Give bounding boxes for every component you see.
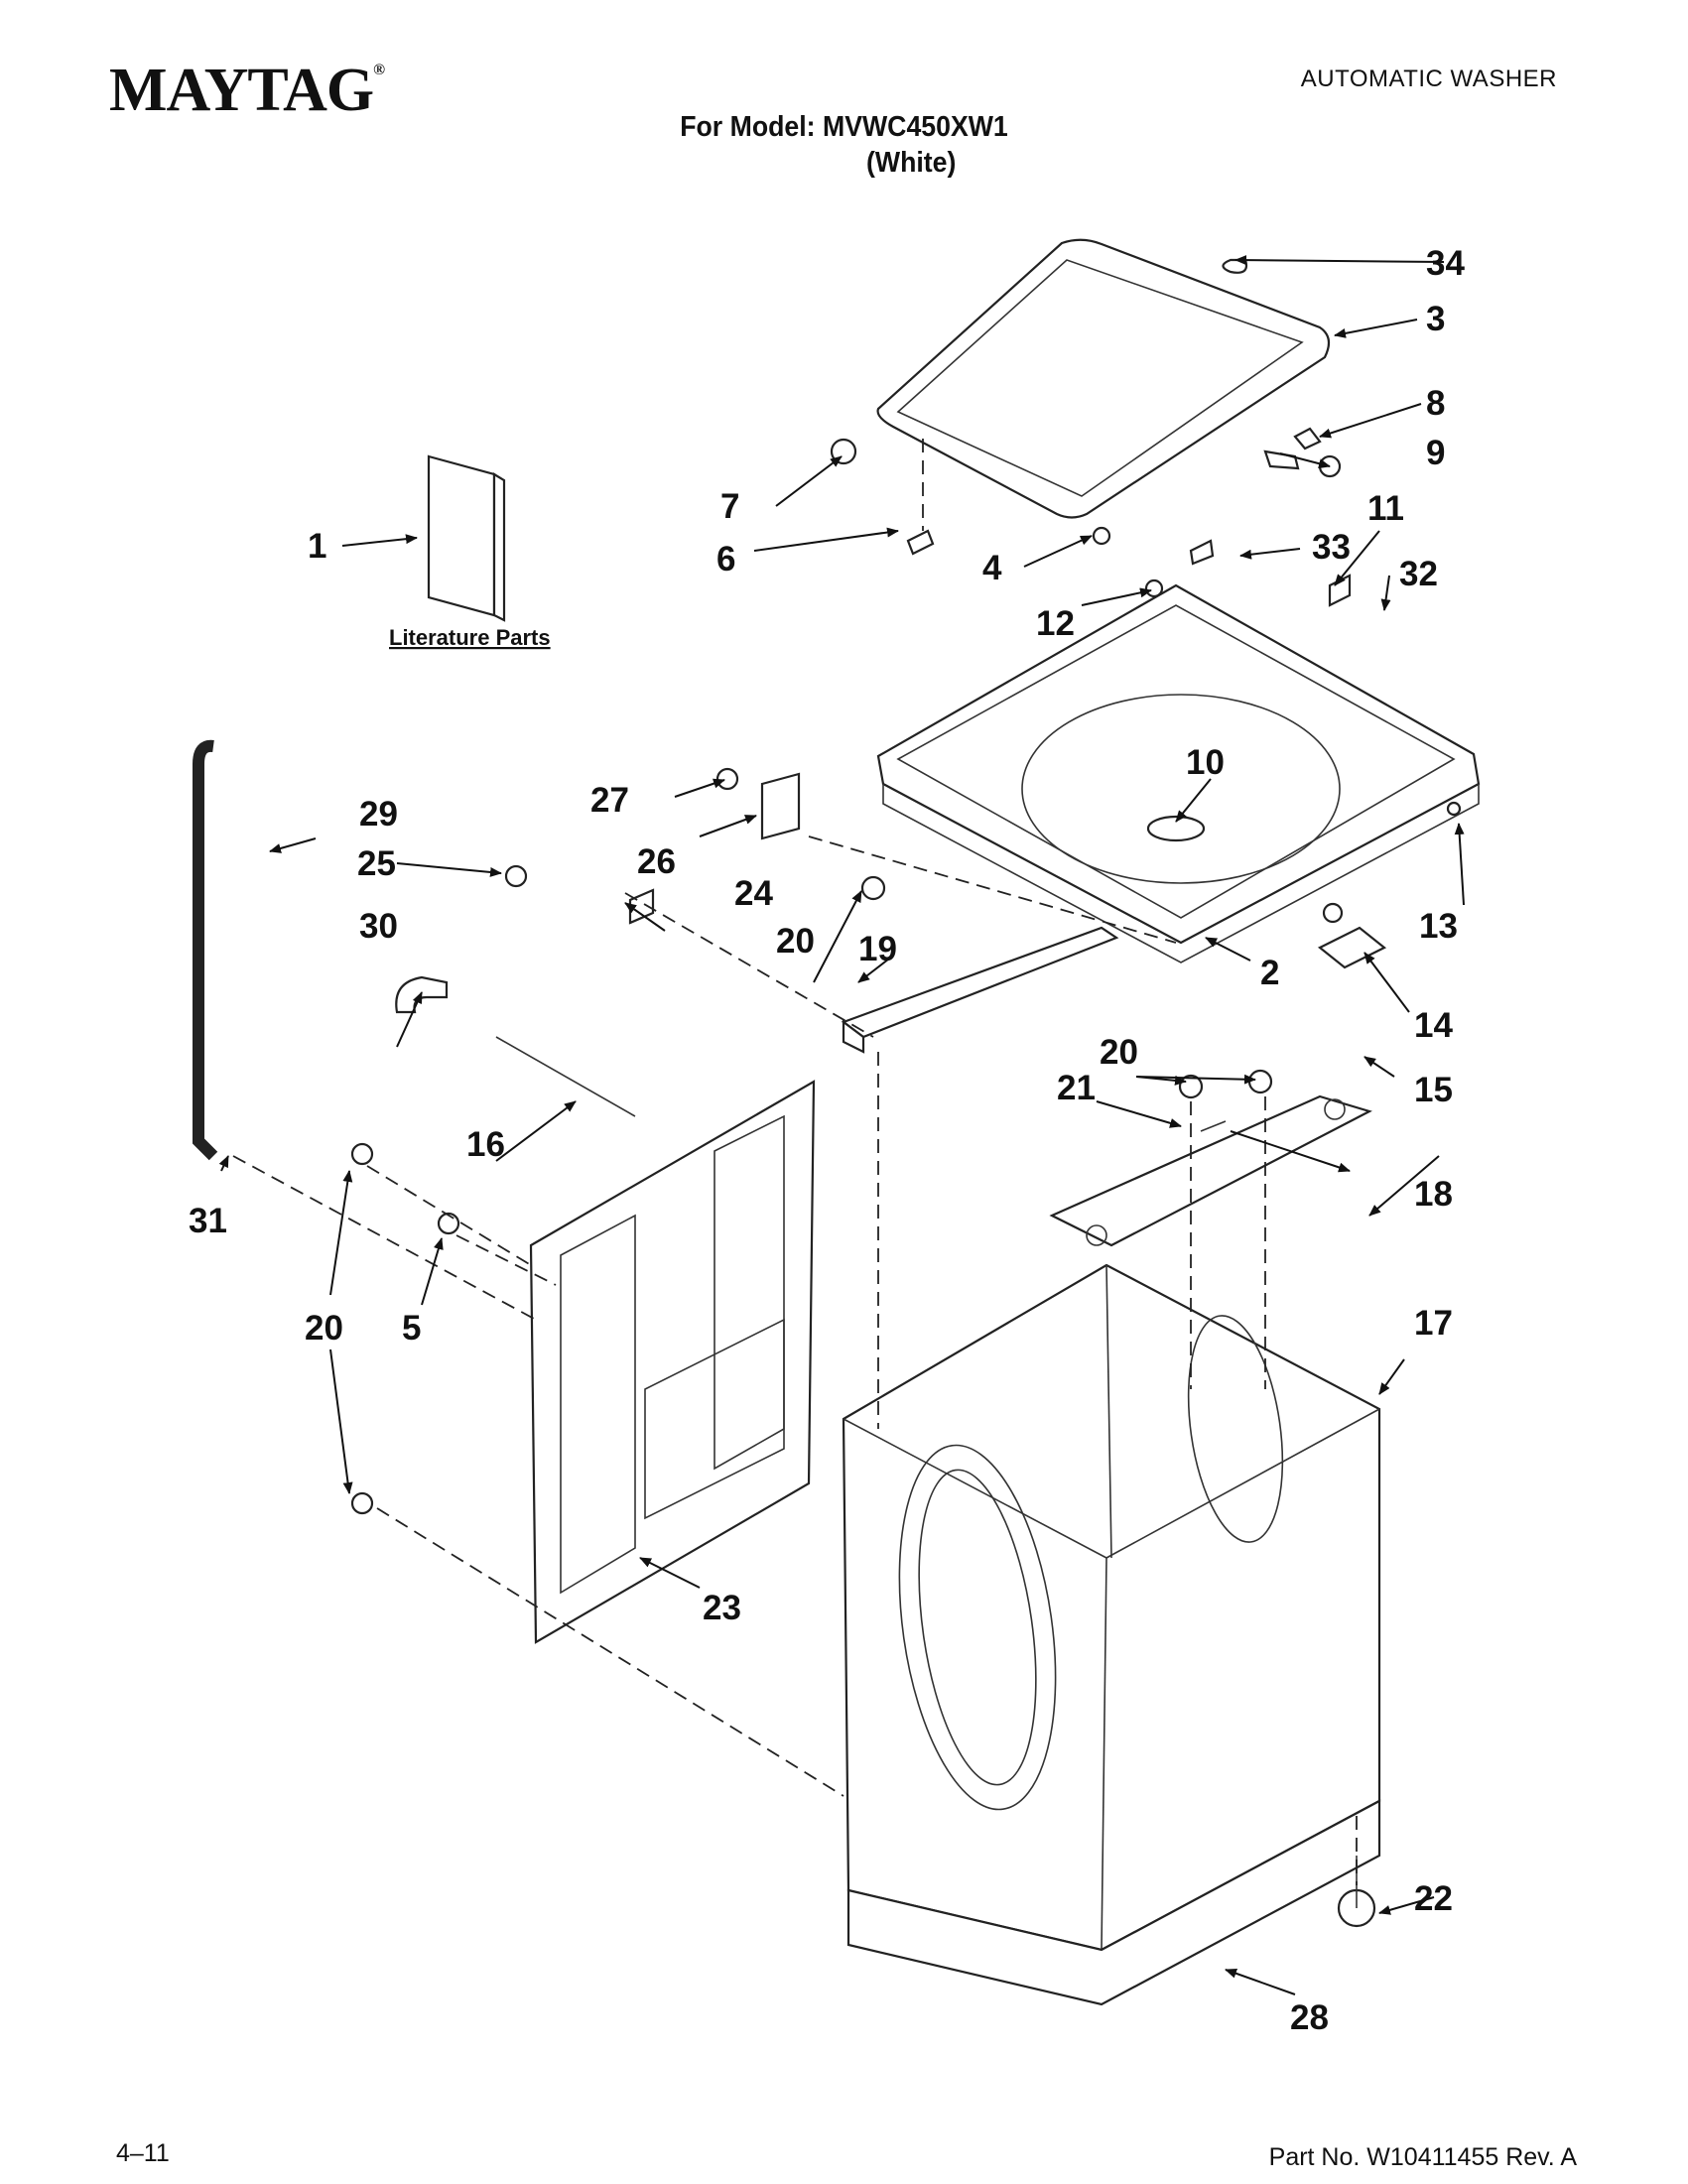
callout-17: 17 bbox=[1414, 1304, 1453, 1343]
literature-parts-label: Literature Parts bbox=[389, 625, 551, 650]
callout-4: 4 bbox=[982, 549, 1002, 587]
rear-panel bbox=[529, 1080, 816, 1644]
registered-mark: ® bbox=[373, 62, 385, 78]
callout-33: 33 bbox=[1312, 528, 1351, 567]
callout-20b: 20 bbox=[1100, 1033, 1138, 1072]
base-shield bbox=[846, 1799, 1381, 2006]
callout-9: 9 bbox=[1426, 434, 1445, 472]
leader-lines bbox=[218, 255, 1465, 1995]
callout-12: 12 bbox=[1036, 604, 1075, 643]
brand-text: MAYTAG bbox=[109, 57, 374, 124]
callout-24: 24 bbox=[734, 874, 773, 913]
document-type: AUTOMATIC WASHER bbox=[1300, 65, 1557, 92]
callout-2: 2 bbox=[1260, 954, 1279, 992]
drain-hose bbox=[193, 739, 218, 1161]
callout-29: 29 bbox=[359, 795, 398, 834]
callout-labels: 1 2 3 4 5 6 7 8 9 10 11 12 13 14 15 16 1… bbox=[189, 244, 1465, 2037]
callout-1: 1 bbox=[308, 527, 326, 566]
callout-25: 25 bbox=[357, 844, 396, 883]
callout-11: 11 bbox=[1367, 489, 1404, 528]
callout-20: 20 bbox=[776, 922, 815, 961]
model-line: For Model: MVWC450XW1 bbox=[680, 111, 1008, 143]
washer-lid bbox=[876, 238, 1331, 519]
maytag-logo: MAYTAG® bbox=[109, 56, 385, 126]
callout-7: 7 bbox=[720, 487, 739, 526]
literature-booklet bbox=[427, 454, 506, 622]
callout-28: 28 bbox=[1290, 1998, 1329, 2037]
rear-brace bbox=[1049, 1094, 1372, 1247]
callout-3: 3 bbox=[1426, 300, 1445, 338]
callout-6: 6 bbox=[716, 540, 735, 578]
callout-31: 31 bbox=[189, 1202, 227, 1240]
callout-23: 23 bbox=[703, 1589, 741, 1627]
date-code: 4–11 bbox=[116, 2139, 170, 2167]
callout-15: 15 bbox=[1414, 1071, 1453, 1109]
part-number: Part No. W10411455 Rev. A bbox=[1268, 2143, 1577, 2171]
callout-18: 18 bbox=[1414, 1175, 1453, 1214]
callout-5: 5 bbox=[402, 1309, 421, 1348]
callout-21: 21 bbox=[1057, 1069, 1096, 1107]
assembly-lines bbox=[232, 439, 1358, 1885]
callout-32: 32 bbox=[1399, 555, 1438, 593]
front-brace bbox=[841, 926, 1119, 1054]
model-color: (White) bbox=[866, 147, 957, 179]
top-panel bbox=[876, 583, 1481, 964]
callout-34: 34 bbox=[1426, 244, 1465, 283]
callout-27: 27 bbox=[590, 781, 629, 820]
callout-22: 22 bbox=[1414, 1879, 1453, 1918]
callout-10: 10 bbox=[1186, 743, 1225, 782]
callout-8: 8 bbox=[1426, 384, 1445, 423]
callout-16: 16 bbox=[466, 1125, 505, 1164]
callout-19: 19 bbox=[858, 930, 897, 968]
callout-13: 13 bbox=[1419, 907, 1458, 946]
callout-20c: 20 bbox=[305, 1309, 343, 1348]
callout-14: 14 bbox=[1414, 1006, 1453, 1045]
callout-26: 26 bbox=[637, 842, 676, 881]
callout-30: 30 bbox=[359, 907, 398, 946]
